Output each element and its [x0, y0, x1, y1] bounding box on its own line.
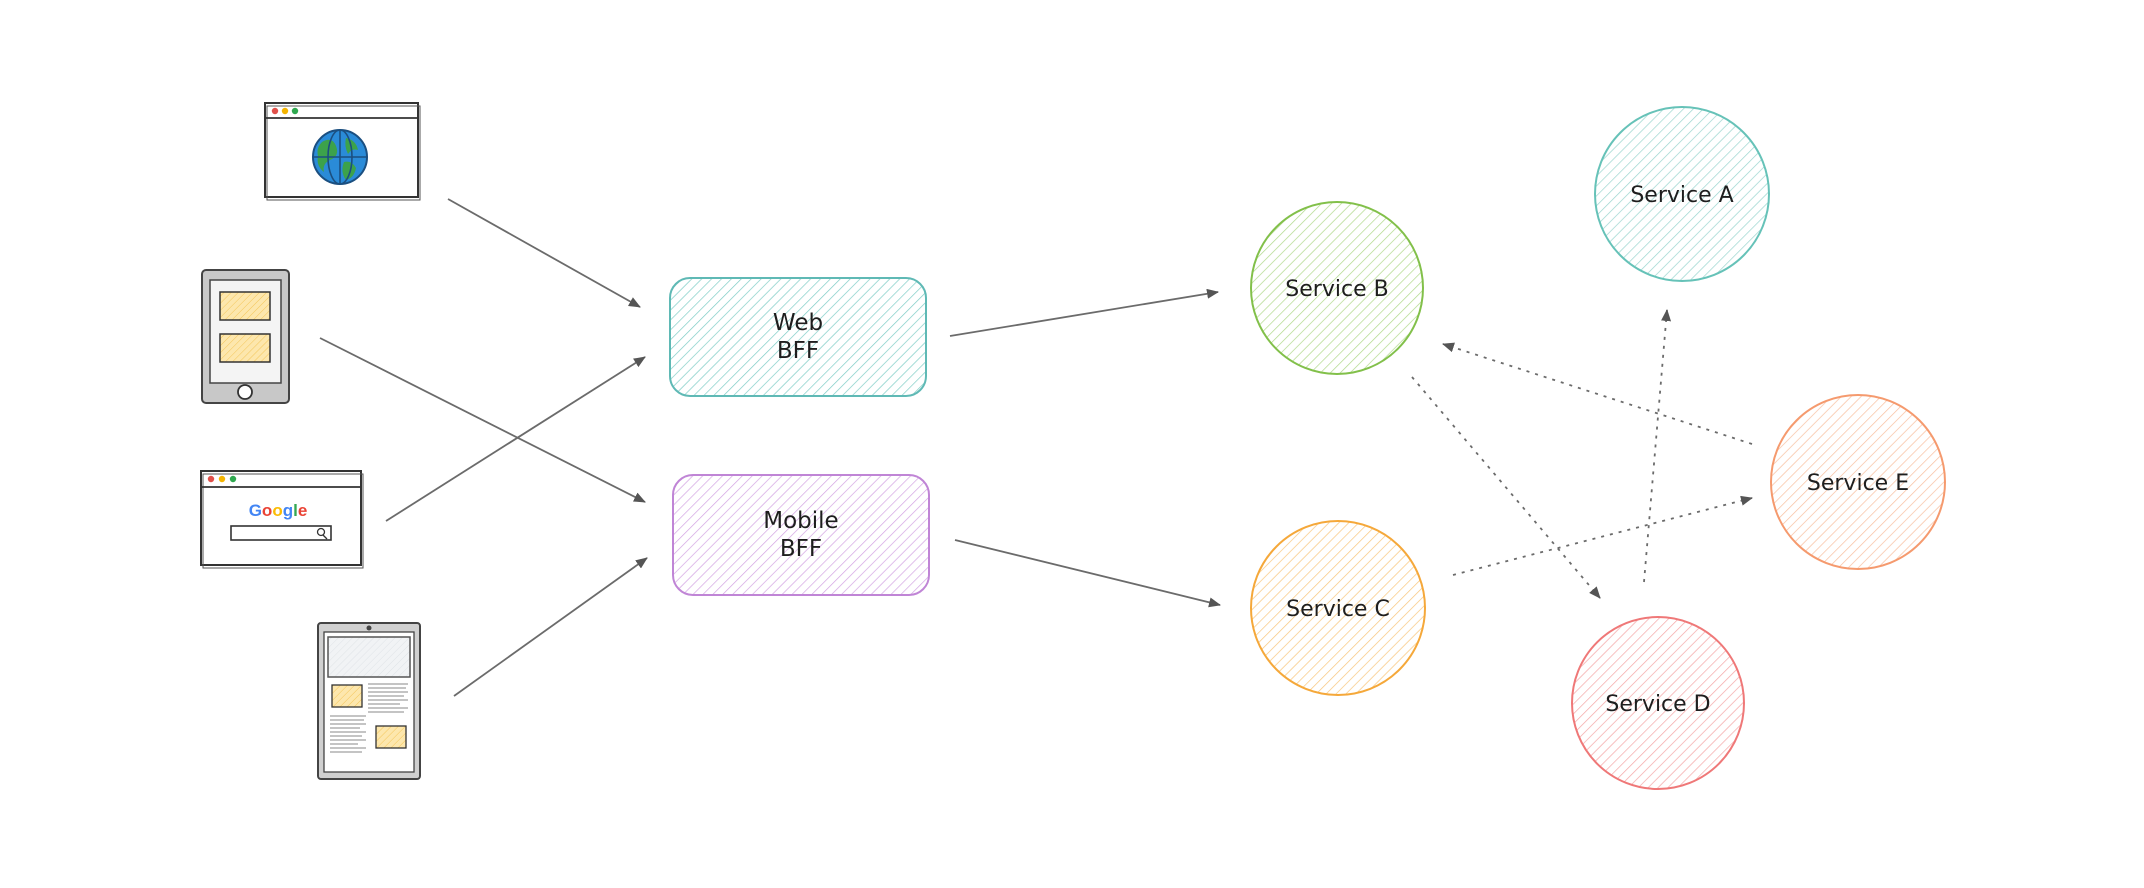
mobile-bff-line1: Mobile — [763, 508, 838, 534]
web-bff-box: Web BFF — [669, 277, 927, 397]
bff-to-service-arrows — [949, 288, 1221, 608]
client-mobile-phone — [201, 269, 290, 404]
service-c-node: Service C — [1250, 520, 1426, 696]
client-browser-search: Google — [200, 470, 364, 569]
service-e-label: Service E — [1807, 471, 1909, 496]
mobile-bff-line2: BFF — [780, 536, 822, 562]
service-d-label: Service D — [1605, 692, 1710, 717]
service-to-service-arrows — [1411, 309, 1753, 599]
service-e-node: Service E — [1770, 394, 1946, 570]
web-bff-line2: BFF — [777, 338, 819, 364]
arrow-service-e-to-service-b — [1442, 342, 1753, 445]
mobile-bff-box: Mobile BFF — [672, 474, 930, 596]
arrow-mobile-bff-to-service-c — [954, 539, 1221, 608]
service-a-node: Service A — [1594, 106, 1770, 282]
arrow-service-c-to-service-e — [1452, 495, 1753, 576]
web-bff-line1: Web — [773, 310, 823, 336]
service-b-label: Service B — [1285, 277, 1388, 302]
client-to-bff-arrows — [319, 198, 648, 697]
globe-icon — [312, 129, 368, 185]
arrow-tablet-to-mobile-bff — [453, 557, 648, 697]
service-a-label: Service A — [1630, 183, 1733, 208]
arrow-browser-to-web-bff — [447, 198, 641, 308]
service-b-node: Service B — [1250, 201, 1424, 375]
arrow-search-to-web-bff — [385, 356, 646, 522]
arrow-service-b-to-service-d — [1411, 376, 1601, 599]
arrow-phone-to-mobile-bff — [319, 337, 646, 503]
client-browser-globe — [264, 102, 421, 201]
client-tablet — [317, 622, 421, 780]
arrow-service-d-to-service-a — [1643, 309, 1672, 583]
service-d-node: Service D — [1571, 616, 1745, 790]
service-c-label: Service C — [1286, 597, 1390, 622]
arrow-web-bff-to-service-b — [949, 288, 1219, 337]
search-logo-text: Google — [249, 501, 308, 520]
